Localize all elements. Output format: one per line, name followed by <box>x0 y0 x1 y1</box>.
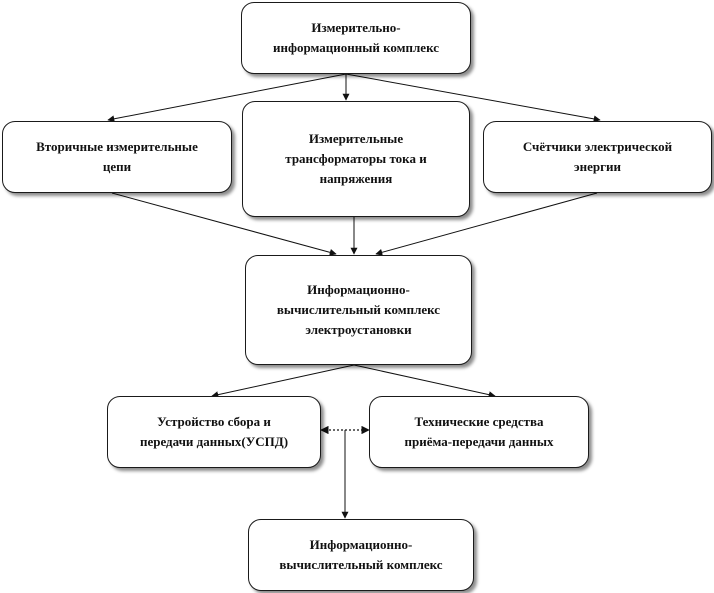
node-label: Вторичные измерительные цепи <box>36 139 198 174</box>
node-uspd: Устройство сбора и передачи данных(УСПД) <box>107 396 321 468</box>
node-measuring-info-complex: Измерительно- информационный комплекс <box>241 2 471 74</box>
node-label: Устройство сбора и передачи данных(УСПД) <box>139 414 289 449</box>
node-label: Счётчики электрической энергии <box>522 139 673 174</box>
edge-top-left <box>107 73 347 123</box>
node-label: Информационно- вычислительный комплекс э… <box>276 282 441 337</box>
node-ivk-installation: Информационно- вычислительный комплекс э… <box>245 255 472 365</box>
edge-right-ivk <box>375 192 598 256</box>
node-label: Измерительные трансформаторы тока и напр… <box>285 131 427 186</box>
node-label: Измерительно- информационный комплекс <box>272 20 440 55</box>
node-label: Технические средства приёма-передачи дан… <box>404 414 554 449</box>
node-ivk-final: Информационно- вычислительный комплекс <box>248 519 474 591</box>
node-label: Информационно- вычислительный комплекс <box>279 537 443 572</box>
edge-top-right <box>345 73 601 123</box>
node-energy-meters: Счётчики электрической энергии <box>483 121 712 193</box>
edge-left-ivk <box>111 192 337 256</box>
node-secondary-circuits: Вторичные измерительные цепи <box>2 121 232 193</box>
node-tech-means: Технические средства приёма-передачи дан… <box>369 396 589 468</box>
edge-ivk-tech <box>353 364 496 399</box>
node-instrument-transformers: Измерительные трансформаторы тока и напр… <box>242 101 470 217</box>
edge-ivk-uspd <box>211 364 355 399</box>
